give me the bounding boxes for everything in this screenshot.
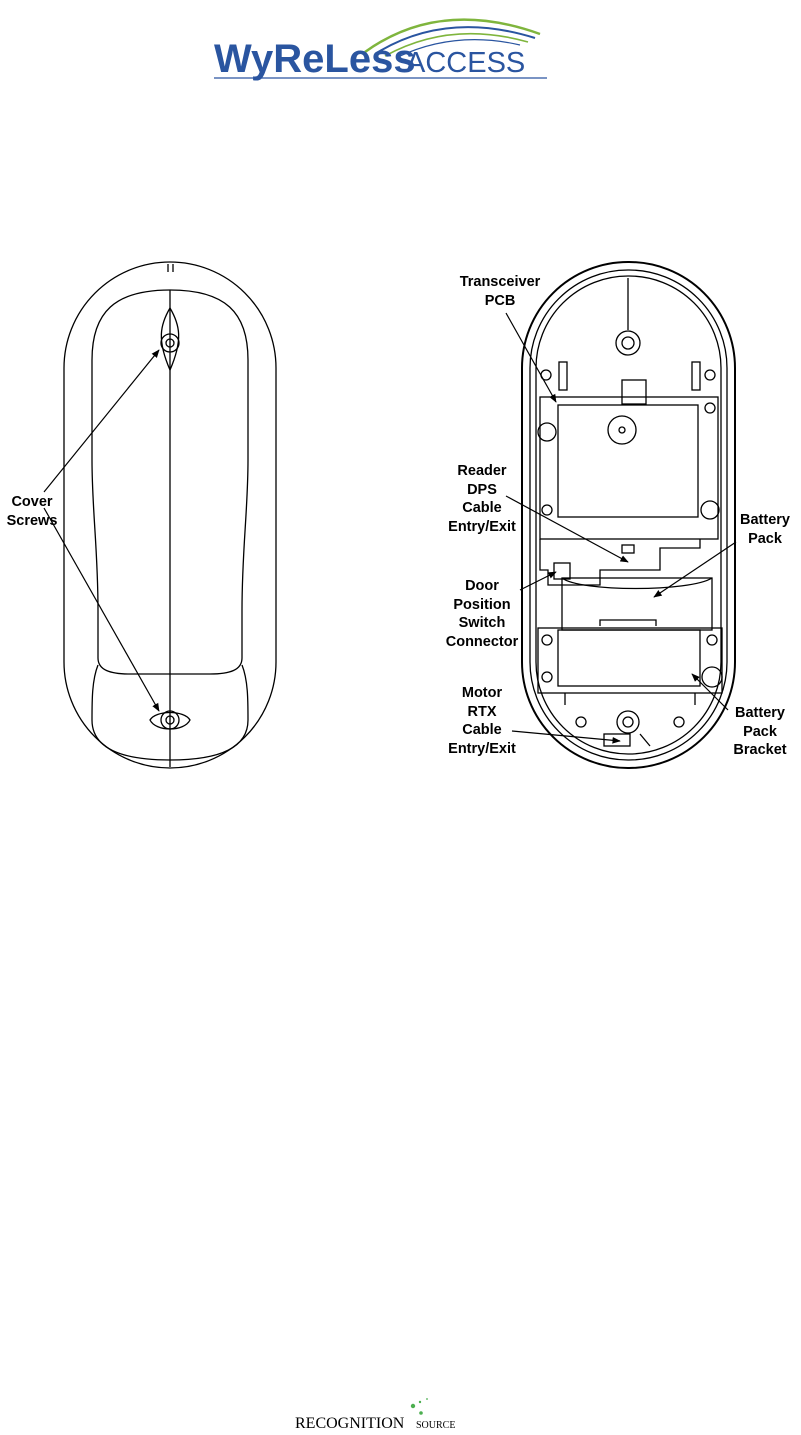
label-battery-pack-bracket: Battery Pack Bracket bbox=[722, 704, 798, 760]
label-door-position-switch: Door Position Switch Connector bbox=[436, 577, 528, 651]
recognition-source-logo: RECOGNITION SOURCE bbox=[290, 1395, 480, 1435]
label-reader-dps-cable: Reader DPS Cable Entry/Exit bbox=[438, 462, 526, 536]
reader-diagram: Cover Screws Transceiver PCB Reader DPS … bbox=[0, 250, 801, 770]
label-transceiver-pcb: Transceiver PCB bbox=[450, 273, 550, 310]
label-battery-pack: Battery Pack bbox=[730, 511, 800, 548]
logo-word-wyreless: WyReLess bbox=[214, 37, 416, 81]
front-cover-view bbox=[64, 262, 276, 768]
interior-view bbox=[522, 262, 735, 768]
footer-brand-sub: SOURCE bbox=[416, 1420, 455, 1431]
label-motor-rtx-cable: Motor RTX Cable Entry/Exit bbox=[438, 684, 526, 758]
reader-drawing bbox=[0, 250, 801, 770]
footer-brand-main: RECOGNITION bbox=[295, 1415, 405, 1432]
wyreless-access-logo: WyReLess ACCESS bbox=[210, 8, 555, 88]
label-cover-screws: Cover Screws bbox=[4, 493, 60, 530]
cover-screws-leaders bbox=[44, 350, 159, 711]
logo-dots-icon bbox=[411, 1398, 428, 1415]
logo-word-access: ACCESS bbox=[406, 47, 525, 79]
